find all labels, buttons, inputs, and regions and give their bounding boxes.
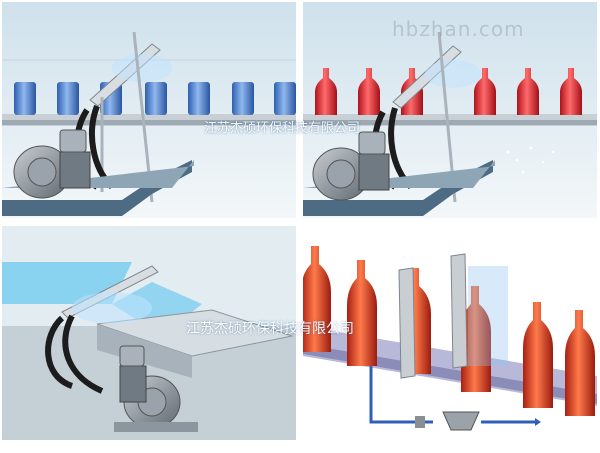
bottle-row [315,68,582,115]
blower [312,131,390,201]
panel-bottles-drying [303,2,597,218]
conveyor-drying-illustration [2,226,296,440]
blower [13,129,91,199]
air-line [369,366,541,431]
air-knife [61,265,159,324]
air-knives [398,253,508,379]
water-droplets [506,146,555,174]
panel-cans-drying [2,2,296,218]
bottles-drying-illustration [303,2,597,218]
cans-drying-illustration [2,2,296,218]
panel-conveyor-drying [2,226,296,440]
can-row [14,82,296,115]
bottle-line-illustration [303,226,597,440]
blower [114,345,198,432]
panel-bottle-line [303,226,597,440]
